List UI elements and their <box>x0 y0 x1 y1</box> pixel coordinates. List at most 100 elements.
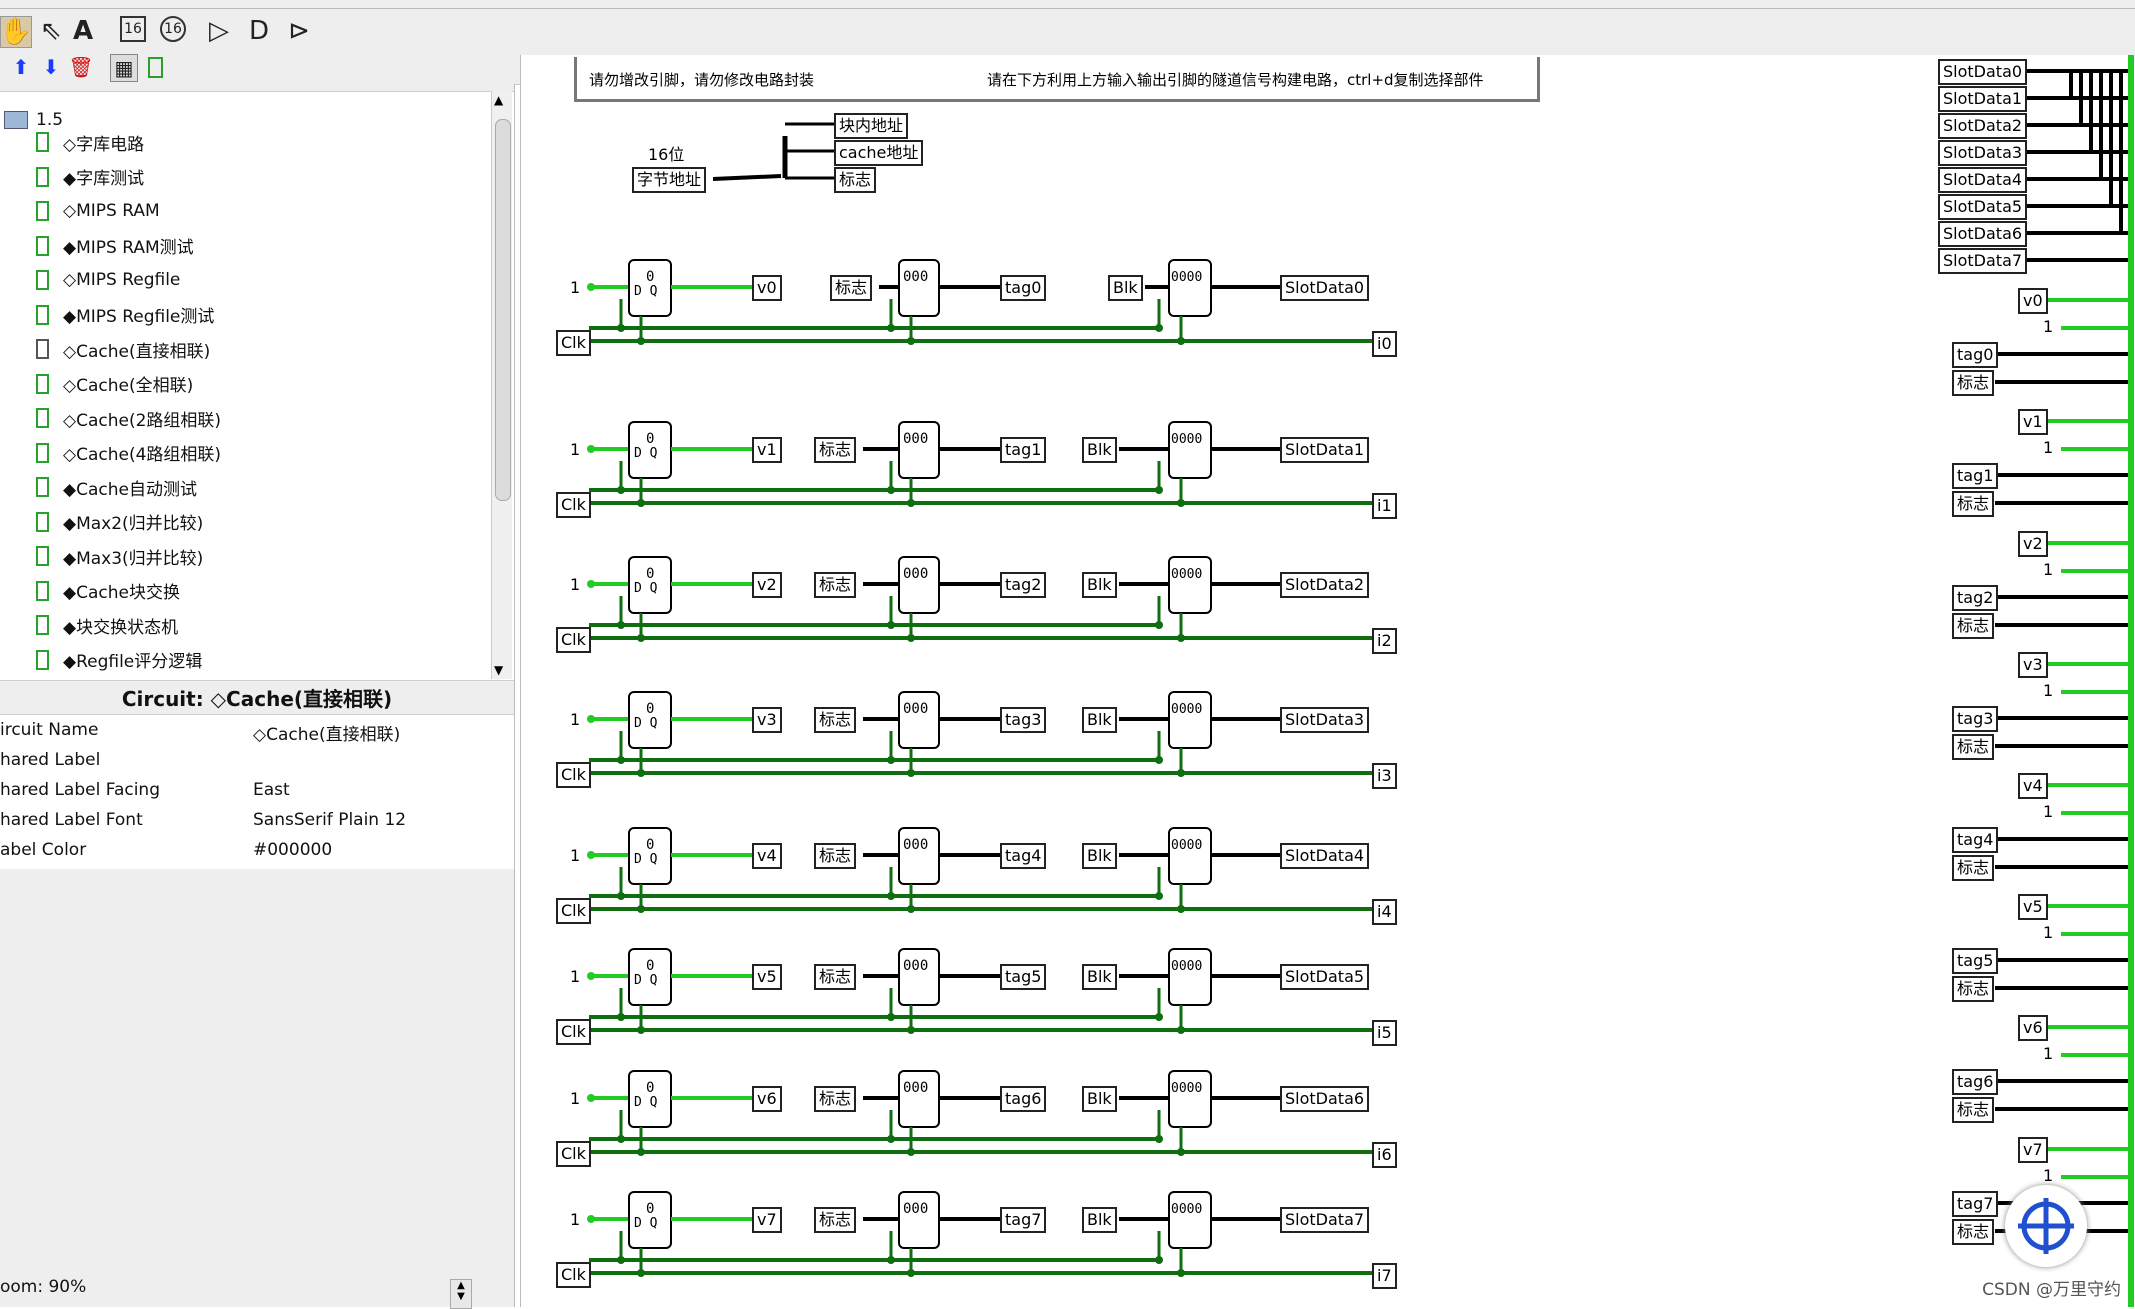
register-slot[interactable] <box>1168 691 1212 749</box>
right-flag[interactable]: 标志 <box>1952 976 1995 1002</box>
tunnel-flag[interactable]: 标志 <box>814 964 857 990</box>
tunnel-flag[interactable]: 标志 <box>814 1086 857 1112</box>
property-value[interactable]: SansSerif Plain 12 <box>253 810 407 830</box>
right-tunnel-SlotData6[interactable]: SlotData6 <box>1938 221 2028 247</box>
or-gate-icon[interactable]: ⊳ <box>288 16 310 46</box>
tunnel-v1[interactable]: v1 <box>752 437 782 463</box>
tunnel-blk[interactable]: Blk <box>1108 275 1143 301</box>
tree-root[interactable]: 1.5 <box>4 105 63 135</box>
right-tag5[interactable]: tag5 <box>1952 948 1999 974</box>
scroll-down-icon[interactable]: ▼ <box>494 663 504 677</box>
zoom-label[interactable]: oom: 90% <box>0 1277 87 1297</box>
right-tunnel-SlotData2[interactable]: SlotData2 <box>1938 113 2028 139</box>
tunnel-i2[interactable]: i2 <box>1372 628 1397 654</box>
tree-item[interactable]: ◆Cache自动测试 <box>36 472 197 502</box>
tunnel-blk[interactable]: Blk <box>1082 572 1117 598</box>
property-row[interactable]: abel Color#000000 <box>0 835 514 865</box>
right-tunnel-SlotData5[interactable]: SlotData5 <box>1938 194 2028 220</box>
tunnel-i1[interactable]: i1 <box>1372 493 1397 519</box>
tunnel-tag2[interactable]: tag2 <box>1000 572 1047 598</box>
tunnel-flag[interactable]: 标志 <box>814 707 857 733</box>
text-icon[interactable]: A <box>72 16 94 46</box>
tunnel-i4[interactable]: i4 <box>1372 899 1397 925</box>
tunnel-clk[interactable]: Clk <box>556 1141 591 1167</box>
right-flag[interactable]: 标志 <box>1952 370 1995 396</box>
tunnel-flag[interactable]: 标志 <box>814 572 857 598</box>
right-v3[interactable]: v3 <box>2018 652 2048 678</box>
right-v0[interactable]: v0 <box>2018 288 2048 314</box>
tunnel-tag5[interactable]: tag5 <box>1000 964 1047 990</box>
tunnel-blk[interactable]: Blk <box>1082 964 1117 990</box>
tunnel-flag[interactable]: 标志 <box>814 437 857 463</box>
tunnel-tag1[interactable]: tag1 <box>1000 437 1047 463</box>
register-slot[interactable] <box>1168 259 1212 317</box>
tunnel-blk[interactable]: Blk <box>1082 843 1117 869</box>
right-flag[interactable]: 标志 <box>1952 1097 1995 1123</box>
right-v6[interactable]: v6 <box>2018 1015 2048 1041</box>
tunnel-flag[interactable]: 标志 <box>830 275 873 301</box>
tree-item[interactable]: ◇Cache(直接相联) <box>36 334 210 364</box>
tunnel-SlotData7[interactable]: SlotData7 <box>1280 1207 1370 1233</box>
tree-item[interactable]: ◇Cache(全相联) <box>36 369 193 399</box>
right-v7[interactable]: v7 <box>2018 1137 2048 1163</box>
tunnel-clk[interactable]: Clk <box>556 330 591 356</box>
layout-icon[interactable]: ▦ <box>110 54 138 82</box>
register-slot[interactable] <box>1168 556 1212 614</box>
move-down-icon[interactable]: ⬇ <box>42 55 60 79</box>
tunnel-clk[interactable]: Clk <box>556 1019 591 1045</box>
tunnel-tag4[interactable]: tag4 <box>1000 843 1047 869</box>
tunnel-i6[interactable]: i6 <box>1372 1142 1397 1168</box>
tree-item[interactable]: ◆字库测试 <box>36 162 144 192</box>
property-row[interactable]: ircuit Name◇Cache(直接相联) <box>0 715 514 745</box>
register-slot[interactable] <box>1168 1191 1212 1249</box>
right-tag7[interactable]: tag7 <box>1952 1191 1999 1217</box>
tunnel-i5[interactable]: i5 <box>1372 1020 1397 1046</box>
zoom-spinner[interactable]: ▲▼ <box>450 1279 472 1309</box>
right-tunnel-SlotData1[interactable]: SlotData1 <box>1938 86 2028 112</box>
tree-item[interactable]: ◆Cache块交换 <box>36 576 180 606</box>
output-pin-2[interactable]: cache地址 <box>834 140 924 166</box>
right-flag[interactable]: 标志 <box>1952 613 1995 639</box>
crosshair-button[interactable] <box>2005 1185 2087 1267</box>
tunnel-v6[interactable]: v6 <box>752 1086 782 1112</box>
right-tunnel-SlotData7[interactable]: SlotData7 <box>1938 248 2028 274</box>
tunnel-blk[interactable]: Blk <box>1082 1086 1117 1112</box>
tree-item[interactable]: ◇Cache(4路组相联) <box>36 438 221 468</box>
tree-item[interactable]: ◇MIPS Regfile <box>36 265 180 295</box>
right-tag6[interactable]: tag6 <box>1952 1069 1999 1095</box>
tunnel-blk[interactable]: Blk <box>1082 707 1117 733</box>
tree-item[interactable]: ◆MIPS Regfile测试 <box>36 300 214 330</box>
input-pin-byte-address[interactable]: 字节地址 <box>632 167 707 193</box>
right-v1[interactable]: v1 <box>2018 409 2048 435</box>
right-flag[interactable]: 标志 <box>1952 734 1995 760</box>
right-tunnel-SlotData4[interactable]: SlotData4 <box>1938 167 2028 193</box>
tunnel-flag[interactable]: 标志 <box>814 1207 857 1233</box>
sub16-icon[interactable]: 16 <box>120 16 146 42</box>
tree-scroll-thumb[interactable] <box>495 119 511 501</box>
and-gate-icon[interactable]: D <box>248 16 270 46</box>
register-slot[interactable] <box>1168 421 1212 479</box>
property-value[interactable]: ◇Cache(直接相联) <box>253 725 401 745</box>
tunnel-tag7[interactable]: tag7 <box>1000 1207 1047 1233</box>
tree-scrollbar[interactable]: ▲ ▼ <box>491 91 512 679</box>
tunnel-v7[interactable]: v7 <box>752 1207 782 1233</box>
register-slot[interactable] <box>1168 948 1212 1006</box>
circuit-icon[interactable] <box>142 54 168 80</box>
tree-item[interactable]: ◆Max2(归并比较) <box>36 507 203 537</box>
right-tag0[interactable]: tag0 <box>1952 342 1999 368</box>
tunnel-blk[interactable]: Blk <box>1082 1207 1117 1233</box>
tunnel-i3[interactable]: i3 <box>1372 763 1397 789</box>
probe-icon[interactable]: 16 <box>160 16 186 42</box>
pointer-icon[interactable]: ⇖ <box>40 16 62 46</box>
tunnel-clk[interactable]: Clk <box>556 627 591 653</box>
delete-icon[interactable]: 🗑 <box>68 55 94 79</box>
property-row[interactable]: hared Label <box>0 745 514 775</box>
tunnel-v2[interactable]: v2 <box>752 572 782 598</box>
buffer-icon[interactable]: ▷ <box>209 16 229 46</box>
tree-item[interactable]: ◇字库电路 <box>36 127 144 157</box>
tunnel-clk[interactable]: Clk <box>556 1262 591 1288</box>
right-flag[interactable]: 标志 <box>1952 855 1995 881</box>
tunnel-tag6[interactable]: tag6 <box>1000 1086 1047 1112</box>
